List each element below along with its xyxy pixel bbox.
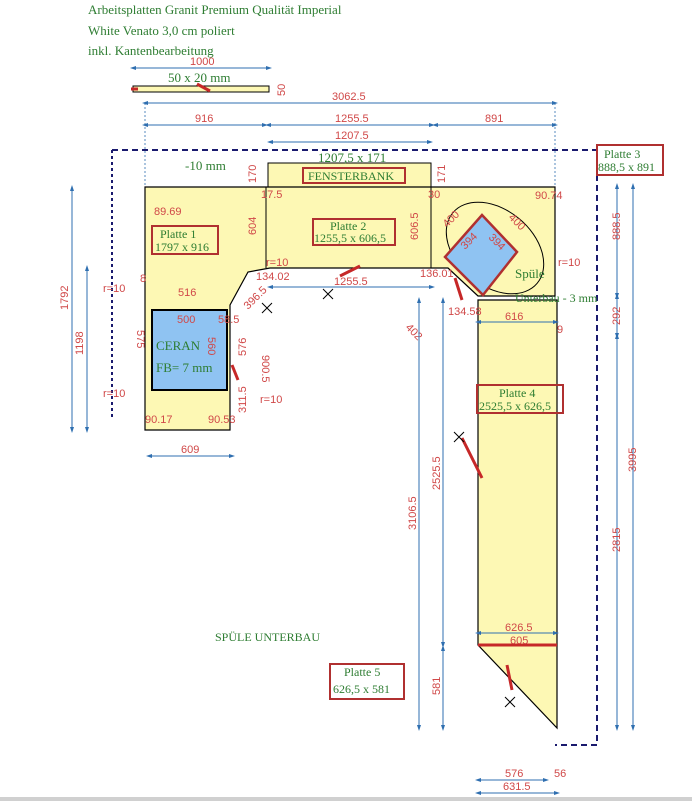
sink-label: Spüle xyxy=(515,266,545,281)
dim-1198: 1198 xyxy=(74,331,86,355)
strip-length: 1000 xyxy=(190,56,214,68)
radius-r10-a: r=10 xyxy=(266,257,288,269)
ceran-label: CERAN xyxy=(156,338,201,353)
dim-581: 581 xyxy=(431,677,443,695)
dim-fensterbank-width: 1207.5 xyxy=(335,130,369,142)
header-line-1: Arbeitsplatten Granit Premium Qualität I… xyxy=(88,2,342,17)
dim-576: 576 xyxy=(237,338,249,356)
sink-radius: r=10 xyxy=(558,257,580,269)
dim-888-5: 888.5 xyxy=(611,212,623,240)
bottom-scrollbar[interactable] xyxy=(0,797,692,801)
dim-sink-diag: 402 xyxy=(403,322,424,343)
plate-5-size: 626,5 x 581 xyxy=(333,682,390,696)
dim-seg-left: 916 xyxy=(195,113,213,125)
dim-ceran-gap: 8 xyxy=(140,273,146,285)
dim-30: 30 xyxy=(428,189,440,201)
dim-fb-height-right: 171 xyxy=(436,165,448,183)
angle-p1-corner: 89.69 xyxy=(154,206,182,218)
plate-2-name: Platte 2 xyxy=(330,219,366,233)
dim-56: 56 xyxy=(554,768,566,780)
header-line-3: inkl. Kantenbearbeitung xyxy=(88,43,214,58)
ceran-note: FB= 7 mm xyxy=(156,360,212,375)
dim-ceran-side: 575 xyxy=(134,330,146,348)
countertop-arm xyxy=(477,299,558,730)
dim-292: 292 xyxy=(611,307,623,325)
dim-631-5: 631.5 xyxy=(503,781,531,793)
plate-3-size: 888,5 x 891 xyxy=(598,160,655,174)
dim-616: 616 xyxy=(505,311,523,323)
dim-ceran-offset: 58.5 xyxy=(218,314,239,326)
dim-900-5: 900.5 xyxy=(259,355,271,383)
dim-2525-5: 2525.5 xyxy=(431,456,443,490)
plate-3-name: Platte 3 xyxy=(604,147,640,161)
dim-1255-5-b: 1255.5 xyxy=(334,276,368,288)
sink-cutout xyxy=(443,213,519,297)
ceran-cooktop xyxy=(151,309,228,391)
plate-4-size: 2525,5 x 626,5 xyxy=(479,399,551,413)
plate-1-size: 1797 x 916 xyxy=(155,240,209,254)
strip-height: 50 xyxy=(276,84,288,96)
dim-ceran-outer: 516 xyxy=(178,287,196,299)
plate-1-name: Platte 1 xyxy=(160,227,196,241)
dim-1792: 1792 xyxy=(59,286,71,310)
dim-2815: 2815 xyxy=(611,528,623,552)
dim-ceran-width: 500 xyxy=(177,314,195,326)
fensterbank-label: FENSTERBANK xyxy=(308,169,394,183)
room-outline xyxy=(112,149,598,746)
dim-606-5: 606.5 xyxy=(409,212,421,240)
dim-9: 9 xyxy=(557,324,563,336)
dim-576-b: 576 xyxy=(505,768,523,780)
dim-ceran-height: 560 xyxy=(205,337,217,355)
header-line-2: White Venato 3,0 cm poliert xyxy=(88,23,235,38)
angle-miter-right: 136.01 xyxy=(420,268,454,280)
dim-3995: 3995 xyxy=(627,448,639,472)
sink-note: Unterbau - 3 mm xyxy=(515,291,598,305)
dim-609: 609 xyxy=(181,444,199,456)
dim-fb-height-left: 170 xyxy=(247,165,259,183)
angle-left-bottom: 90.17 xyxy=(145,414,173,426)
fensterbank-size: 1207,5 x 171 xyxy=(318,150,386,165)
spuele-unterbau-note: SPÜLE UNTERBAU xyxy=(215,630,320,644)
angle-miter-left: 134.02 xyxy=(256,271,290,283)
dim-605: 605 xyxy=(510,635,528,647)
plate-5-name: Platte 5 xyxy=(344,665,380,679)
dim-3106-5: 3106.5 xyxy=(407,496,419,530)
dim-seg-right: 891 xyxy=(485,113,503,125)
ceran-radius-top: r=10 xyxy=(103,283,125,295)
angle-right-bottom: 90.53 xyxy=(208,414,236,426)
dim-626-5: 626.5 xyxy=(505,622,533,634)
fensterbank-offset-note: -10 mm xyxy=(185,158,226,173)
radius-r10-b: r=10 xyxy=(260,394,282,406)
dim-311-5: 311.5 xyxy=(237,386,249,413)
dim-seg-mid: 1255.5 xyxy=(335,113,369,125)
plate-4-name: Platte 4 xyxy=(499,386,535,400)
dim-total-width: 3062.5 xyxy=(332,91,366,103)
ceran-radius-bottom: r=10 xyxy=(103,388,125,400)
dim-604: 604 xyxy=(247,217,259,235)
plate-2-size: 1255,5 x 606,5 xyxy=(314,231,386,245)
strip-section: 50 x 20 mm xyxy=(168,70,230,85)
angle-p3-corner: 90.74 xyxy=(535,190,563,202)
dim-17-5: 17.5 xyxy=(261,189,282,201)
angle-miter-sink: 134.58 xyxy=(448,306,482,318)
dim-396-5: 396.5 xyxy=(242,284,270,312)
